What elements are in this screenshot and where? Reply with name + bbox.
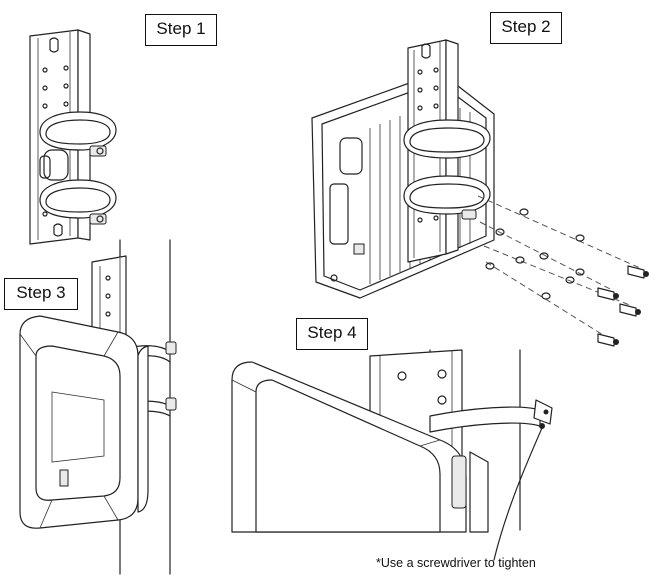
step1-bracket-with-clamps — [29, 29, 117, 245]
step-1-label: Step 1 — [145, 14, 217, 46]
step4-detail-view — [231, 349, 553, 561]
step-4-label: Step 4 — [296, 318, 368, 350]
step-2-label: Step 2 — [490, 12, 562, 44]
step-3-label: Step 3 — [4, 278, 78, 310]
screwdriver-note: *Use a screwdriver to tighten — [376, 556, 536, 570]
step3-unit-on-pole — [19, 239, 177, 575]
step2-unit-on-bracket — [311, 39, 649, 347]
